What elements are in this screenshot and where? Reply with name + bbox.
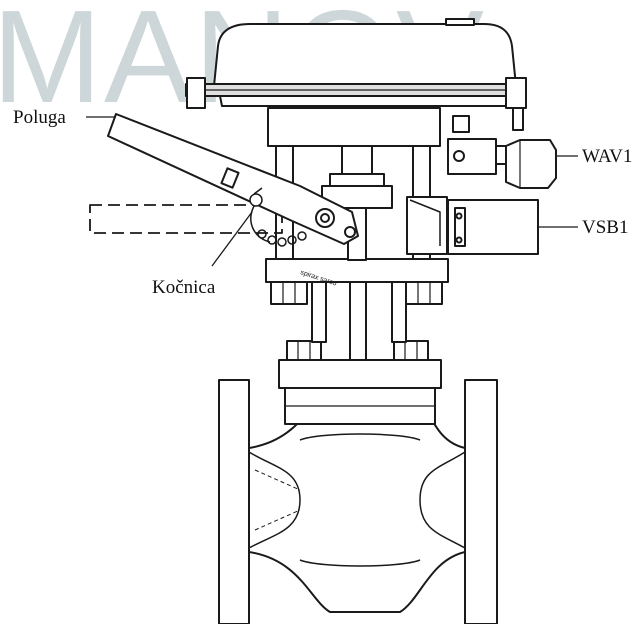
yoke-pillar-left xyxy=(311,281,327,343)
leader-lines xyxy=(86,116,578,267)
bonnet-flange-top xyxy=(278,359,442,389)
yoke-nut-right xyxy=(405,281,443,305)
vent-cap xyxy=(445,18,475,26)
wav1-coil xyxy=(505,139,557,189)
coupler-base xyxy=(329,173,385,187)
brake xyxy=(249,187,307,247)
actuator-neck xyxy=(267,107,441,147)
lever-alternate-position xyxy=(89,204,283,234)
valve-body xyxy=(218,379,498,624)
yoke-plate xyxy=(265,258,449,283)
wav1-solenoid xyxy=(447,138,557,189)
clamp-bolt-left xyxy=(186,77,206,109)
brake-leader xyxy=(211,211,253,267)
yoke-nut-left xyxy=(270,281,308,305)
yoke-pillar-right xyxy=(391,281,407,343)
lever-slot xyxy=(220,167,240,189)
vsb1-switch-box xyxy=(406,196,539,255)
valve-bonnet xyxy=(265,258,449,425)
wav1-label: WAV1 xyxy=(582,146,632,167)
brake-pin xyxy=(249,193,263,207)
stem-coupler xyxy=(341,145,373,175)
clamp-bolt-right xyxy=(505,77,527,109)
vsb1-terminal xyxy=(454,207,466,247)
wav1-connector xyxy=(495,145,507,165)
air-port-fitting xyxy=(452,115,470,133)
valve-stem xyxy=(349,281,367,361)
vsb1-bracket xyxy=(406,196,448,255)
left-flange xyxy=(218,379,250,624)
bonnet-nut-left xyxy=(286,340,322,361)
lever xyxy=(107,113,359,245)
clamp-bolt-tail xyxy=(512,107,524,131)
diaphragm-case-top xyxy=(213,23,517,87)
wav1-port xyxy=(453,150,465,162)
lever-label: Poluga xyxy=(13,107,66,128)
vsb1-label: VSB1 xyxy=(582,217,628,238)
right-flange xyxy=(464,379,498,624)
brake-label: Kočnica xyxy=(152,277,216,298)
diaphragm-actuator xyxy=(185,18,527,133)
brake-chain xyxy=(250,205,271,243)
bonnet-nut-right xyxy=(393,340,429,361)
